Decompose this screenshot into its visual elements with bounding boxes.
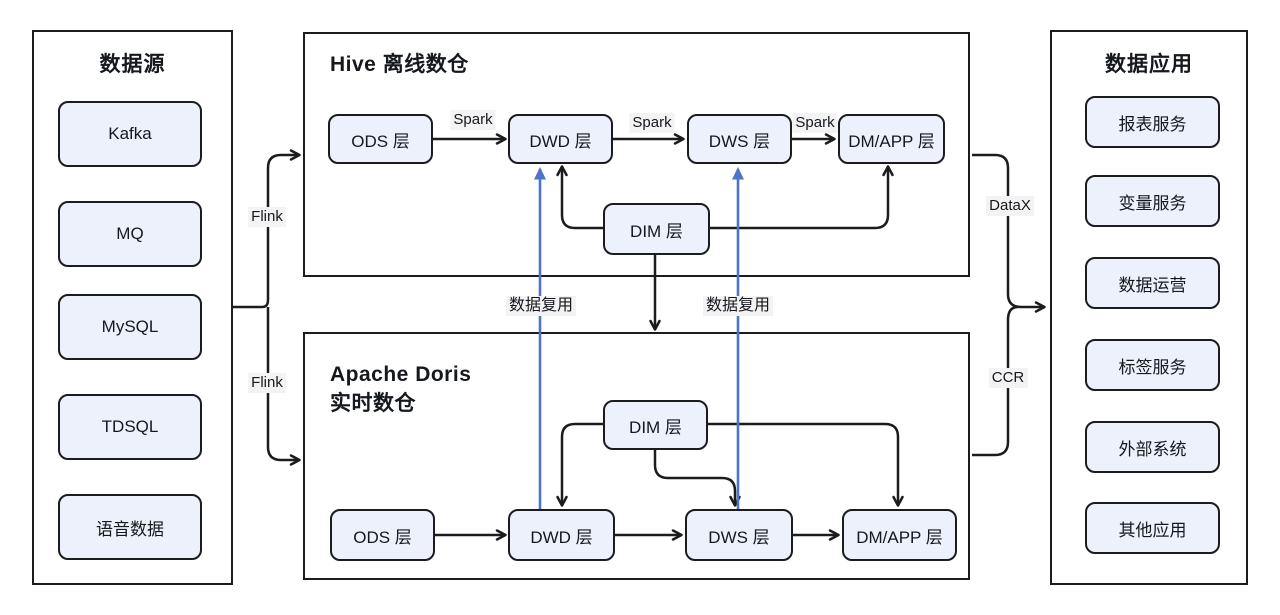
source-node-voice-data: 语音数据 xyxy=(58,494,202,560)
edge-datax-to-apps xyxy=(972,153,1046,313)
app-node-report-service: 报表服务 xyxy=(1085,96,1220,148)
hive-node-dws: DWS 层 xyxy=(687,114,792,164)
sources-panel-title: 数据源 xyxy=(99,53,166,76)
hive-node-dm-app: DM/APP 层 xyxy=(838,114,945,164)
ccr-label: CCR xyxy=(988,368,1028,388)
data-reuse-label-2: 数据复用 xyxy=(702,296,774,316)
doris-node-dwd: DWD 层 xyxy=(508,509,615,561)
doris-node-ods: ODS 层 xyxy=(330,509,435,561)
hive-node-ods: ODS 层 xyxy=(328,114,433,164)
doris-node-dm-app: DM/APP 层 xyxy=(842,509,957,561)
spark-label-3: Spark xyxy=(792,113,838,133)
doris-node-dim: DIM 层 xyxy=(603,400,708,450)
edge-flink-to-hive xyxy=(233,149,301,309)
hive-node-dim: DIM 层 xyxy=(603,203,710,255)
hive-node-dwd: DWD 层 xyxy=(508,114,613,164)
apps-panel-title: 数据应用 xyxy=(1105,53,1193,76)
data-reuse-label-1: 数据复用 xyxy=(505,296,577,316)
source-node-mysql: MySQL xyxy=(58,294,202,360)
app-node-other-apps: 其他应用 xyxy=(1085,502,1220,554)
spark-label-1: Spark xyxy=(450,110,496,130)
flink-label-2: Flink xyxy=(248,373,286,393)
app-node-external-system: 外部系统 xyxy=(1085,421,1220,473)
spark-label-2: Spark xyxy=(629,113,675,133)
app-node-variable-service: 变量服务 xyxy=(1085,175,1220,227)
datax-label: DataX xyxy=(986,196,1034,216)
doris-node-dws: DWS 层 xyxy=(685,509,793,561)
app-node-tag-service: 标签服务 xyxy=(1085,339,1220,391)
doris-title-line1: Apache Doris xyxy=(330,363,472,386)
hive-panel-title: Hive 离线数仓 xyxy=(330,53,469,76)
source-node-kafka: Kafka xyxy=(58,101,202,167)
source-node-tdsql: TDSQL xyxy=(58,394,202,460)
doris-panel-title: Apache Doris 实时数仓 xyxy=(330,360,471,418)
flink-label-1: Flink xyxy=(248,207,286,227)
source-node-mq: MQ xyxy=(58,201,202,267)
doris-title-line2: 实时数仓 xyxy=(330,392,416,415)
app-node-data-ops: 数据运营 xyxy=(1085,257,1220,309)
